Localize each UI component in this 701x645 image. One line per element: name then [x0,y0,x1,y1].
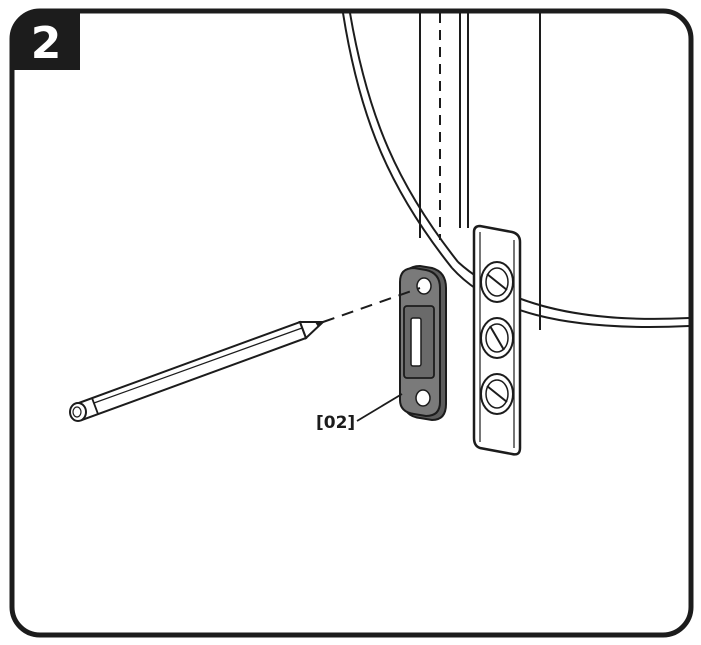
marking-guide-line [322,287,421,323]
screw-middle [480,317,514,359]
part-leader-line [356,393,403,422]
magnetic-catch-icon [399,264,447,422]
screw-top [480,261,514,303]
part-label: [02] [316,413,355,433]
cabinet-outline [342,12,690,330]
step-badge [12,11,80,70]
step-number: 2 [31,18,62,69]
door-bracket-icon [472,224,522,456]
screw-bottom [480,373,514,415]
panel-frame [9,8,694,638]
pencil-icon [69,320,326,422]
